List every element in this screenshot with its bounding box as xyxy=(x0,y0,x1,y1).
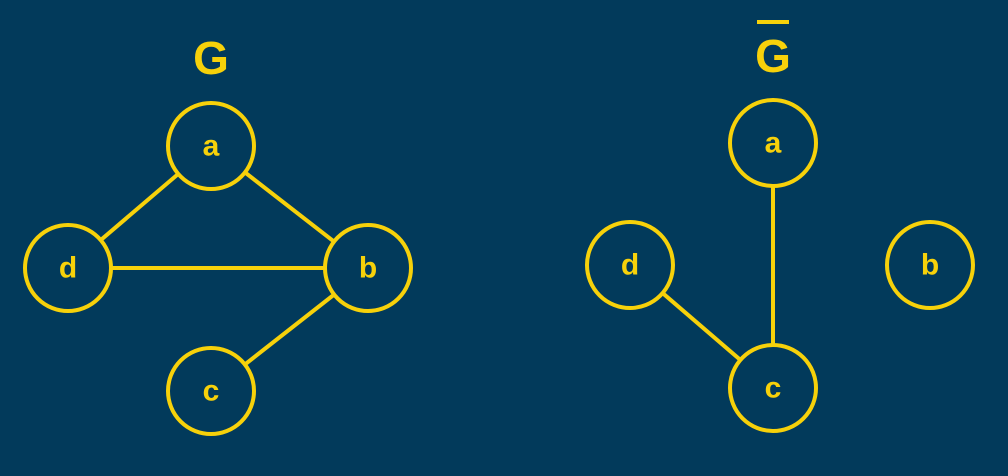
node-circle-a xyxy=(728,98,818,188)
node-label-d: d xyxy=(621,249,639,282)
node-circle-b xyxy=(323,223,413,313)
node-circle-d xyxy=(23,223,113,313)
node-circle-c xyxy=(728,343,818,433)
node-a: a xyxy=(166,101,256,191)
graph-title-G-complement: G xyxy=(755,30,791,82)
node-label-c: c xyxy=(765,372,782,405)
node-label-c: c xyxy=(203,375,220,408)
graph-G: Ga b c d xyxy=(23,32,413,436)
node-b: b xyxy=(323,223,413,313)
node-circle-d xyxy=(585,220,675,310)
node-label-d: d xyxy=(59,252,77,285)
node-label-a: a xyxy=(765,127,782,160)
node-label-a: a xyxy=(203,130,220,163)
node-a: a xyxy=(728,98,818,188)
node-label-b: b xyxy=(359,252,377,285)
node-label-b: b xyxy=(921,249,939,282)
node-d: d xyxy=(23,223,113,313)
node-c: c xyxy=(728,343,818,433)
node-b: b xyxy=(885,220,975,310)
graph-title-G: G xyxy=(193,32,229,84)
graph-G-complement: Ga b c d xyxy=(585,20,975,433)
node-circle-a xyxy=(166,101,256,191)
node-circle-b xyxy=(885,220,975,310)
node-c: c xyxy=(166,346,256,436)
node-d: d xyxy=(585,220,675,310)
node-circle-c xyxy=(166,346,256,436)
